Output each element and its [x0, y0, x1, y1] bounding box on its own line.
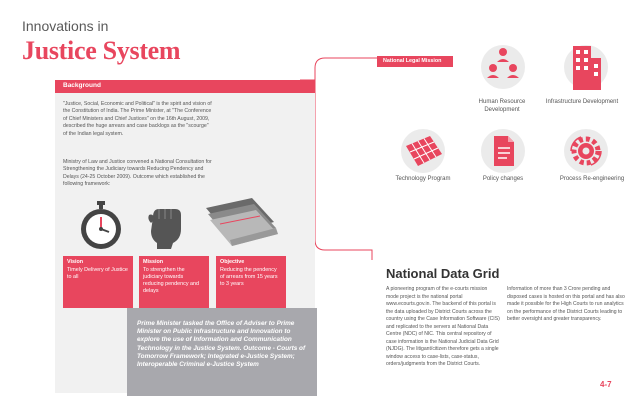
objective-card: Objective Reducing the pendency of arrea… — [216, 256, 286, 308]
stacked-files-icon — [206, 198, 278, 246]
ndg-column-1: A pioneering program of the e-courts mis… — [386, 286, 500, 367]
document-icon — [481, 129, 525, 173]
page-number: 4-7 — [600, 380, 612, 389]
building-icon — [564, 45, 608, 90]
gear-refresh-icon — [564, 129, 608, 173]
card-heading: Vision — [67, 259, 84, 265]
stopwatch-icon — [81, 201, 121, 249]
ndg-title: National Data Grid — [386, 266, 500, 281]
policy-label: Policy changes — [482, 176, 524, 182]
infrastructure-label: Infrastructure Development — [545, 99, 619, 105]
background-paragraph-2: Ministry of Law and Justice convened a N… — [63, 159, 212, 188]
human-resource-icon — [481, 45, 525, 89]
ndg-column-2: Information of more than 3 Crore pending… — [507, 286, 625, 322]
card-heading: Mission — [143, 259, 164, 265]
vision-card: Vision Timely Delivery of Justice to all — [63, 256, 133, 308]
process-label: Process Re-engineering — [559, 176, 625, 182]
hrd-label: Human Resource Development — [478, 99, 526, 113]
card-text: Timely Delivery of Justice to all — [67, 267, 128, 280]
background-label: Background — [55, 80, 315, 93]
page-title: Justice System — [22, 36, 181, 65]
statement-box: Prime Minister tasked the Office of Advi… — [127, 308, 317, 396]
mission-card: Mission To strengthen the judiciary towa… — [139, 256, 209, 308]
technology-label: Technology Program — [395, 176, 451, 182]
card-text: Reducing the pendency of arrears from 15… — [220, 267, 278, 287]
national-legal-mission-label: National Legal Mission — [377, 56, 453, 67]
fist-hand-icon — [148, 209, 181, 249]
page-subtitle: Innovations in — [22, 18, 109, 34]
solar-panel-icon — [401, 129, 445, 173]
background-paragraph-1: "Justice, Social, Economic and Political… — [63, 101, 212, 137]
card-heading: Objective — [220, 259, 245, 265]
card-text: To strengthen the judiciary towards redu… — [143, 267, 200, 294]
